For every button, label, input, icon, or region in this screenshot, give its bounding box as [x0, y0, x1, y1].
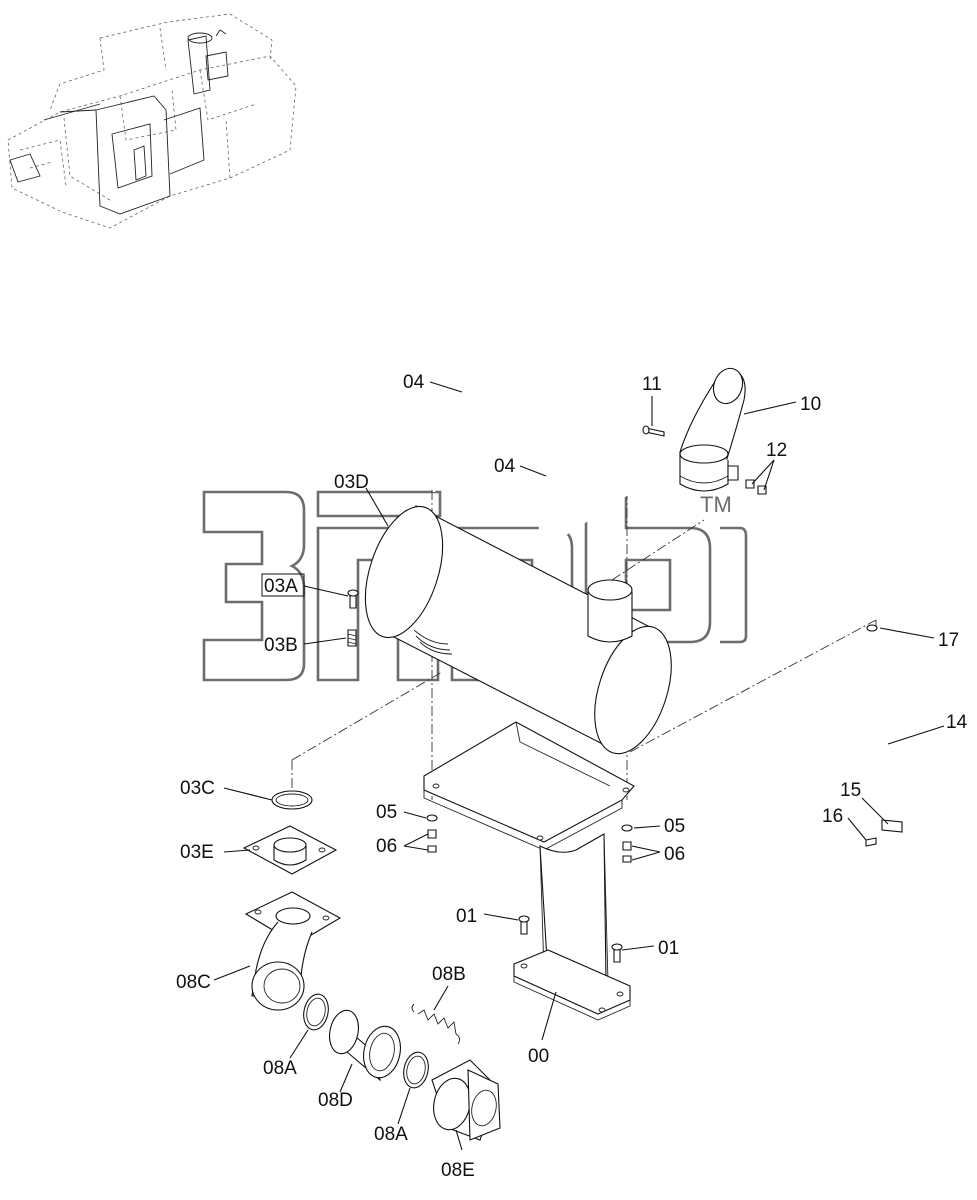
machine-locator-thumbnail — [7, 13, 297, 229]
label-06-left: 06 — [376, 836, 397, 857]
trademark-symbol: TM — [700, 492, 732, 517]
label-04-upper: 04 — [403, 372, 425, 393]
label-10: 10 — [800, 394, 821, 415]
label-16: 16 — [822, 806, 843, 827]
label-03c: 03C — [180, 778, 215, 799]
label-06-right: 06 — [664, 844, 685, 865]
label-00: 00 — [528, 1046, 549, 1067]
label-11: 11 — [642, 374, 662, 395]
gasket-03c — [271, 790, 313, 810]
label-14: 14 — [946, 712, 968, 733]
label-08a-left: 08A — [263, 1058, 297, 1079]
label-01-right: 01 — [658, 938, 679, 959]
label-15: 15 — [840, 780, 861, 801]
screw-11 — [642, 425, 665, 437]
spring-08b — [411, 1003, 461, 1045]
label-08c: 08C — [176, 972, 211, 993]
outlet-pipe-08e — [431, 1059, 501, 1141]
label-08d: 08D — [318, 1090, 353, 1111]
callout-labels: 04 04 03D 03A 03B 03C 03E 08C 08A 08D 08… — [176, 372, 968, 1181]
bolt-03a — [347, 589, 359, 609]
label-03d: 03D — [334, 472, 369, 493]
label-03b: 03B — [264, 635, 298, 656]
leader-lines — [213, 381, 945, 1151]
muffler-body — [364, 505, 672, 755]
label-08e: 08E — [441, 1160, 475, 1181]
label-17: 17 — [938, 630, 959, 651]
u-bolts — [432, 372, 632, 552]
washers-and-nuts — [426, 814, 633, 863]
label-03a: 03A — [264, 576, 298, 597]
label-04-lower: 04 — [494, 456, 516, 477]
clamp-ring-08a — [303, 993, 429, 1089]
bracket-bolts — [518, 915, 623, 963]
label-08a-right: 08A — [374, 1124, 408, 1145]
label-08b: 08B — [432, 964, 466, 985]
pipe-08d — [329, 1009, 401, 1082]
label-05-left: 05 — [376, 802, 397, 823]
tail-pipe — [679, 367, 746, 492]
label-03a-box — [261, 573, 305, 597]
elbow-08c — [244, 891, 342, 1011]
flange-03e — [242, 825, 338, 875]
spring-03b — [347, 629, 357, 647]
label-03e: 03E — [180, 842, 214, 863]
muffler-bracket — [423, 721, 635, 1021]
label-01-left: 01 — [456, 906, 477, 927]
drain-tube — [860, 624, 903, 1005]
label-05-right: 05 — [664, 816, 685, 837]
label-12: 12 — [766, 440, 787, 461]
nuts-12 — [745, 479, 767, 495]
